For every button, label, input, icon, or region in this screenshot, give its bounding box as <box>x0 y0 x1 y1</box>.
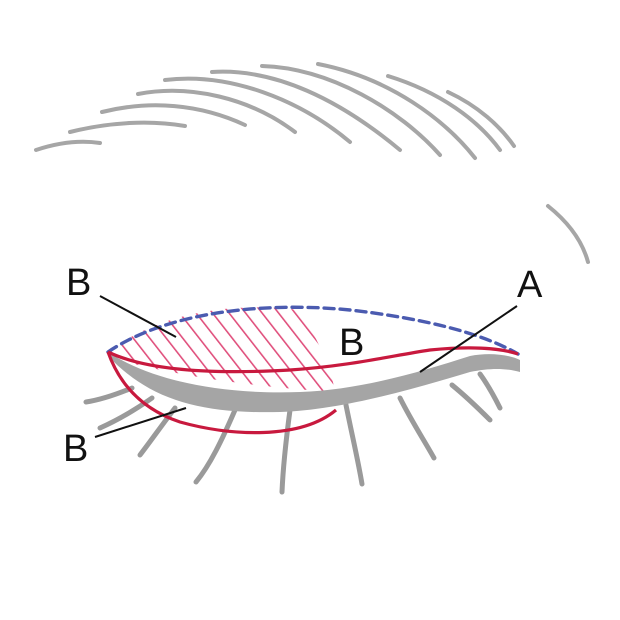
lower-lashes <box>83 371 503 495</box>
lash <box>83 385 135 405</box>
eyebrow-hair <box>68 120 187 134</box>
leader-a <box>419 305 518 373</box>
eyebrow-hair <box>316 62 477 160</box>
leader-lines <box>94 295 518 438</box>
eyebrow-hair <box>210 69 402 152</box>
lash <box>279 407 293 495</box>
leader-b-upper-left <box>99 295 177 338</box>
upper-lash-line <box>108 352 520 413</box>
lower-outline <box>106 351 338 435</box>
label-b-upper-left: B <box>66 262 91 304</box>
eyebrow <box>34 62 590 264</box>
lash <box>397 395 437 461</box>
eyebrow-hair <box>34 139 102 152</box>
eyebrow-hair <box>386 74 502 152</box>
lash <box>449 382 493 423</box>
label-a: A <box>517 264 543 306</box>
eyebrow-hair <box>100 103 247 127</box>
brow-bone-line <box>546 204 590 264</box>
crease-line <box>107 346 519 374</box>
eyebrow-hair <box>260 64 442 157</box>
lash <box>477 371 503 411</box>
lash <box>97 395 155 431</box>
eyebrow-hair <box>446 90 516 148</box>
leader-b-lower-left <box>94 407 187 438</box>
lash <box>193 407 238 485</box>
eyebrow-hair <box>163 76 352 144</box>
label-b-lower-left: B <box>63 428 88 470</box>
eyebrow-hair <box>136 88 297 134</box>
lash <box>343 402 365 487</box>
hatched-area-b <box>108 307 335 392</box>
dashed-fold-line <box>106 305 520 356</box>
label-b-center: B <box>339 322 364 364</box>
lash <box>137 405 178 458</box>
